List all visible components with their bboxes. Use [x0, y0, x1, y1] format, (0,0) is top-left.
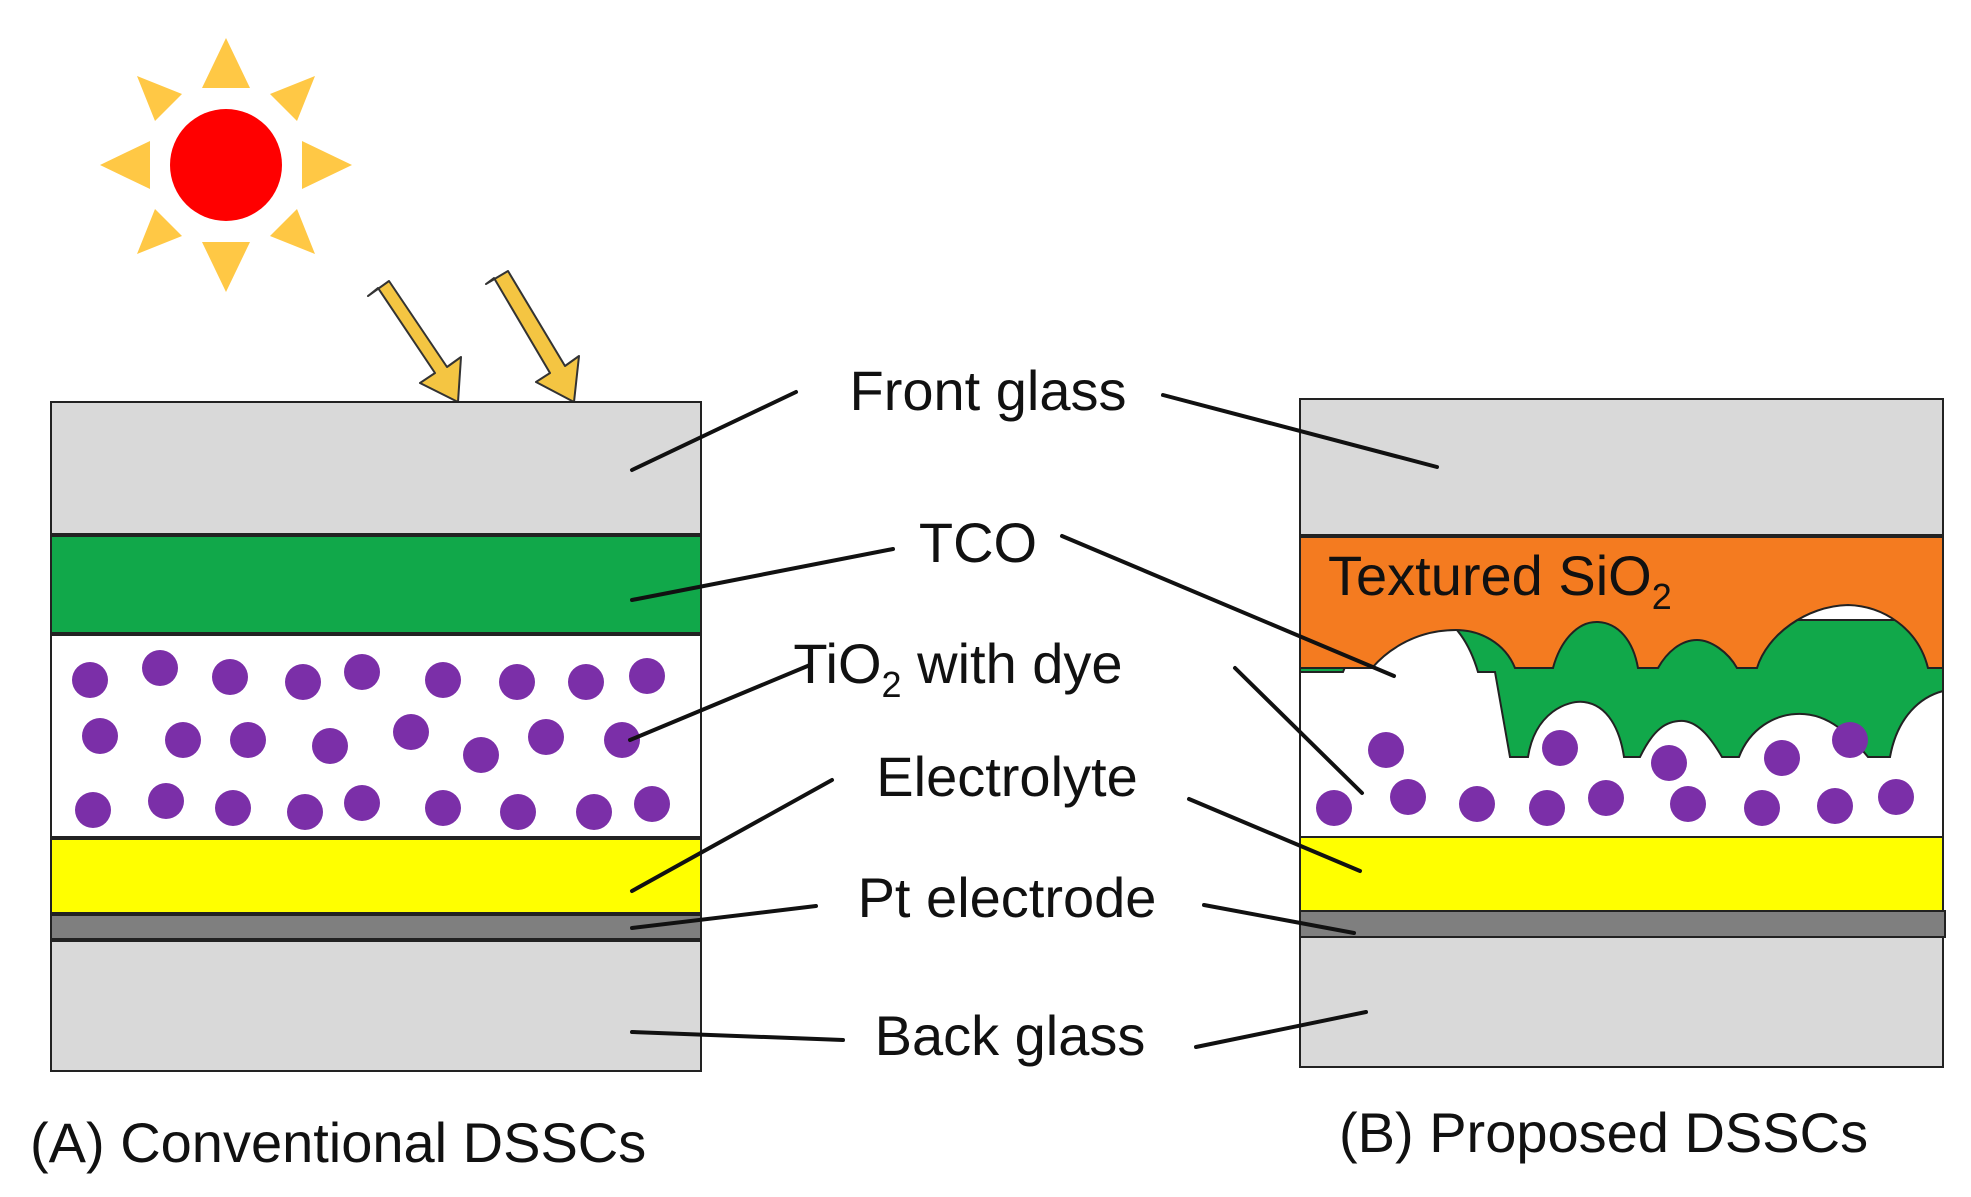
label-textured-sio2: Textured SiO2	[1328, 544, 1672, 617]
caption-conventional: (A) Conventional DSSCs	[30, 1111, 646, 1174]
tio2-prefix: TiO	[793, 632, 881, 695]
label-tco: TCO	[919, 511, 1037, 574]
textured-sio2-b	[1300, 537, 1943, 669]
back-glass-a	[50, 940, 702, 1072]
tio2-suffix: with dye	[902, 632, 1123, 695]
sun-icon	[100, 38, 352, 292]
pt-electrode-a	[50, 914, 702, 940]
label-front-glass: Front glass	[850, 359, 1127, 422]
sun-core	[170, 109, 282, 221]
textured-subscript: 2	[1652, 576, 1672, 617]
label-electrolyte: Electrolyte	[876, 745, 1137, 808]
textured-prefix: Textured SiO	[1328, 544, 1652, 607]
front-glass-b	[1299, 398, 1944, 536]
proposed-cell	[1299, 398, 1946, 1068]
tio2-subscript: 2	[882, 664, 902, 705]
label-tio2-with-dye: TiO2 with dye	[793, 632, 1122, 705]
caption-proposed: (B) Proposed DSSCs	[1339, 1101, 1868, 1164]
electrolyte-a	[50, 838, 702, 914]
light-arrow-icon	[367, 270, 580, 403]
pt-electrode-b	[1299, 910, 1946, 938]
dye-particles-b	[1316, 722, 1914, 826]
label-pt-electrode: Pt electrode	[858, 866, 1157, 929]
electrolyte-b	[1299, 836, 1944, 912]
leader-lines	[628, 390, 1439, 1049]
label-back-glass: Back glass	[875, 1004, 1146, 1067]
conventional-cell	[50, 401, 702, 1072]
dye-particles-a	[72, 650, 670, 830]
back-glass-b	[1299, 936, 1944, 1068]
front-glass-a	[50, 401, 702, 535]
tco-a	[50, 535, 702, 634]
